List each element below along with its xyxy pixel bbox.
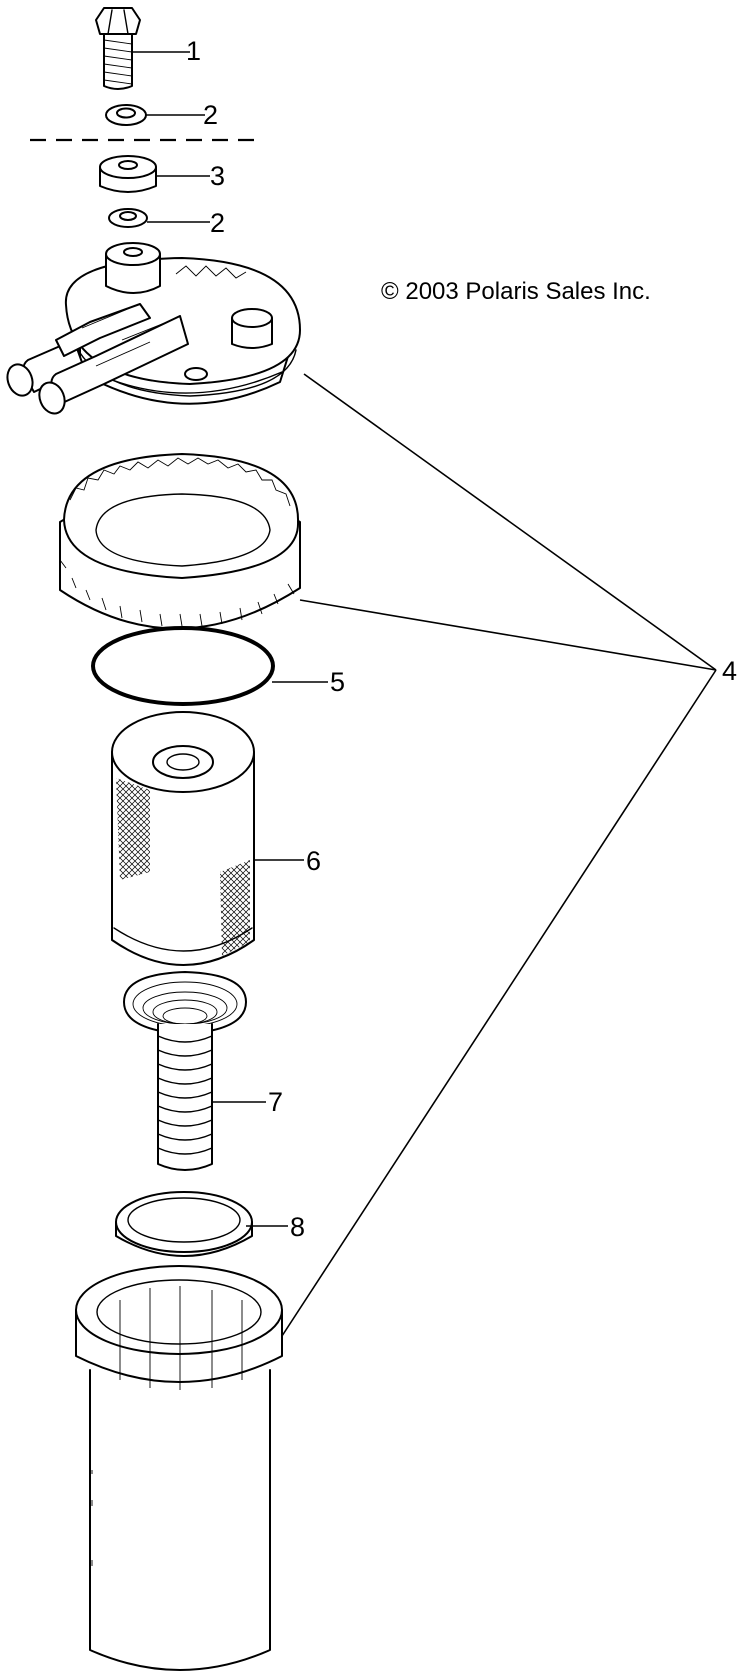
callout-6: 6 — [306, 846, 321, 876]
filter-head-icon — [6, 242, 301, 415]
copyright-notice: © 2003 Polaris Sales Inc. — [381, 278, 651, 305]
washer-icon — [108, 208, 148, 228]
leader-lines — [132, 51, 717, 1337]
callout-7: 7 — [268, 1087, 283, 1117]
seal-icon — [115, 1191, 253, 1257]
washer-icon — [105, 104, 147, 126]
callout-4: 4 — [722, 656, 737, 686]
callout-1: 1 — [186, 36, 201, 66]
spring-icon — [123, 971, 247, 1171]
callout-2-lower: 2 — [210, 208, 225, 238]
collar-ring-icon — [59, 453, 301, 630]
bolt-icon — [95, 7, 141, 90]
callout-2-upper: 2 — [203, 100, 218, 130]
spacer-icon — [99, 155, 157, 193]
callout-5: 5 — [330, 667, 345, 697]
filter-bowl-icon — [75, 1265, 283, 1671]
o-ring-icon — [91, 626, 275, 706]
filter-element-icon — [111, 711, 255, 966]
callout-3: 3 — [210, 161, 225, 191]
callout-8: 8 — [290, 1212, 305, 1242]
